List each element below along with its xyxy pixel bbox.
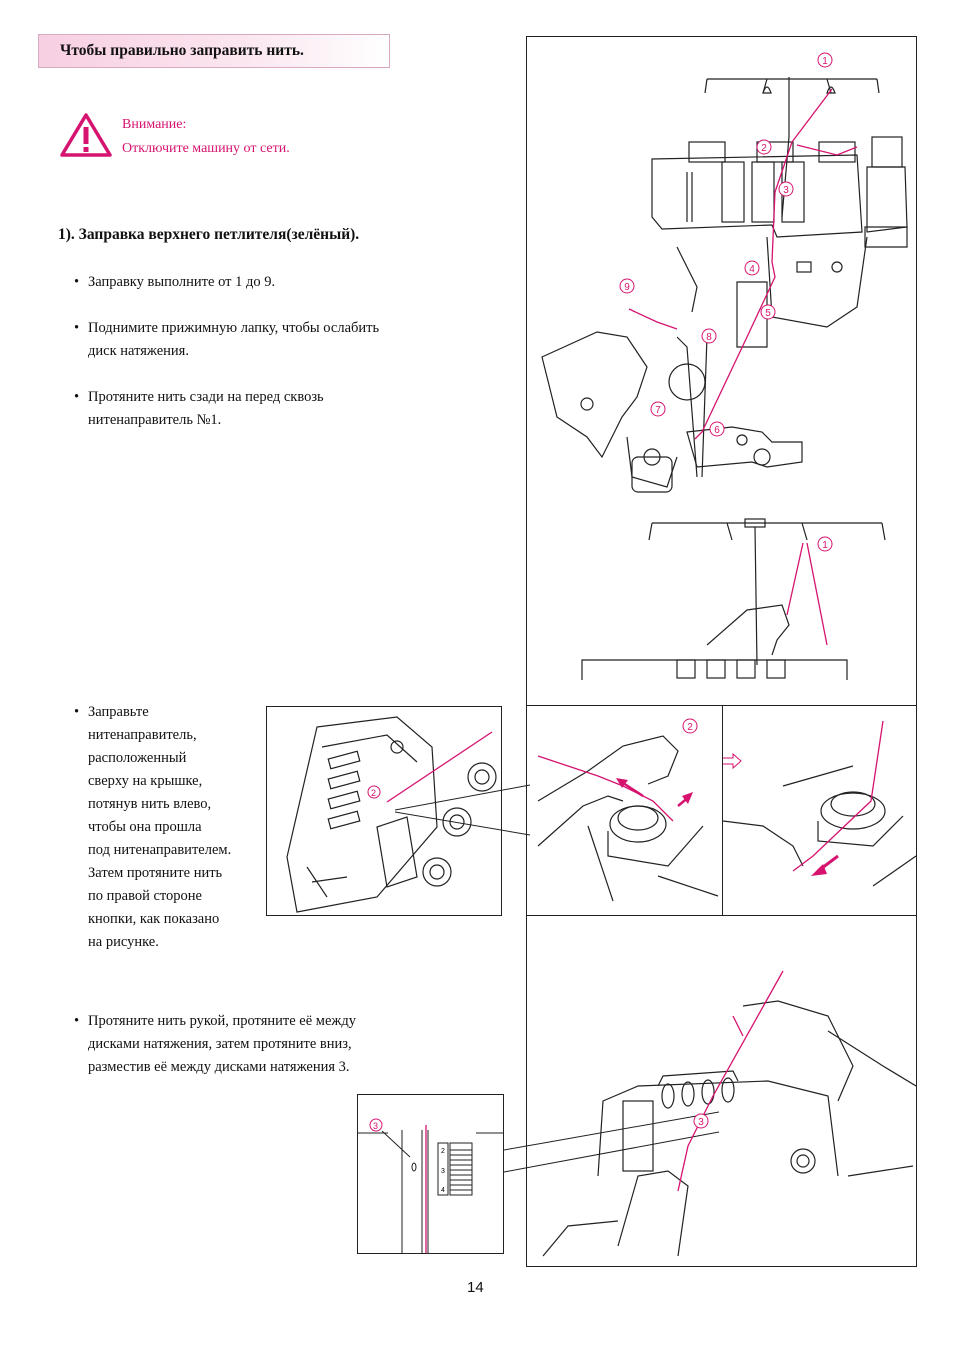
instruction-line: нитенаправитель, xyxy=(88,727,197,743)
warning-text: Внимание: Отключите машину от сети. xyxy=(122,113,290,161)
instruction-line: кнопки, как показано xyxy=(88,911,220,927)
illustration-frame xyxy=(526,36,917,1267)
page-number: 14 xyxy=(467,1279,484,1296)
step-8-label: 8 xyxy=(706,332,712,343)
page-title: Чтобы правильно заправить нить. xyxy=(60,42,304,59)
instruction-step: •Протяните нить сзади на перед сквозь ни… xyxy=(74,386,324,432)
instruction-line: Заправку выполните от 1 до 9. xyxy=(88,274,276,290)
warning-label: Внимание: xyxy=(122,117,187,132)
divider xyxy=(527,705,916,706)
instruction-line: Протяните нить рукой, протяните её между xyxy=(88,1013,357,1029)
instruction-line: диск натяжения. xyxy=(88,343,189,359)
instruction-line: сверху на крышке, xyxy=(88,773,203,789)
zoom-callout-lines xyxy=(504,1111,720,1173)
instruction-line: дисками натяжения, затем протяните вниз, xyxy=(88,1036,352,1052)
step-2-label: 2 xyxy=(761,143,767,154)
instruction-line: Затем протяните нить xyxy=(88,865,223,881)
instruction-line: разместив её между дисками натяжения 3. xyxy=(88,1059,350,1075)
instruction-line: чтобы она прошла xyxy=(88,819,202,835)
instruction-line: Протяните нить сзади на перед сквозь xyxy=(88,389,324,405)
instruction-line: по правой стороне xyxy=(88,888,202,904)
step-1-label: 1 xyxy=(822,56,828,67)
step-6-label: 6 xyxy=(714,425,720,436)
step-5-label: 5 xyxy=(765,308,771,319)
step-4-label: 4 xyxy=(749,264,755,275)
thread-guide-hand-illustration: 2 xyxy=(537,718,719,902)
instruction-line: Поднимите прижимную лапку, чтобы ослабит… xyxy=(88,320,380,336)
instruction-line: потянув нить влево, xyxy=(88,796,212,812)
instruction-step: •Заправку выполните от 1 до 9. xyxy=(74,274,276,290)
instruction-line: на рисунке. xyxy=(88,934,159,950)
instruction-line: расположенный xyxy=(88,750,187,766)
step-2-label: 2 xyxy=(687,722,693,733)
zoom-callout-lines xyxy=(395,784,531,836)
step-3-label: 3 xyxy=(783,185,789,196)
step-3-label: 3 xyxy=(373,1121,378,1131)
divider xyxy=(527,915,916,916)
thread-stand-hand-illustration: 1 xyxy=(581,518,886,680)
thread-guide-result-illustration xyxy=(723,720,916,887)
step-2-label: 2 xyxy=(371,788,376,798)
dial-number: 3 xyxy=(441,1168,445,1175)
instruction-step: •Поднимите прижимную лапку, чтобы ослаби… xyxy=(74,317,379,363)
instruction-line: нитенаправитель №1. xyxy=(88,412,222,428)
divider xyxy=(722,705,723,915)
step-3-label: 3 xyxy=(698,1117,704,1128)
thread-guide-cover-illustration: 2 xyxy=(266,706,502,916)
instruction-line: под нитенаправителем. xyxy=(88,842,232,858)
overlock-machine-threading-diagram: 1 2 3 4 5 6 7 8 9 xyxy=(541,52,908,493)
instruction-step: •Протяните нить рукой, протяните её межд… xyxy=(74,1010,356,1079)
step-1-label: 1 xyxy=(822,540,828,551)
tension-disc-threading-illustration: 3 xyxy=(542,970,916,1257)
step-9-label: 9 xyxy=(624,282,630,293)
warning-message: Отключите машину от сети. xyxy=(122,141,290,156)
dial-number: 4 xyxy=(441,1187,445,1194)
header-banner xyxy=(38,34,390,68)
instruction-step: •Заправьте нитенаправитель, расположенны… xyxy=(74,701,231,954)
instruction-line: Заправьте xyxy=(88,704,149,720)
section-title: 1). Заправка верхнего петлителя(зелёный)… xyxy=(58,226,360,243)
dial-number: 2 xyxy=(441,1148,445,1155)
warning-triangle-icon xyxy=(60,113,112,157)
step-7-label: 7 xyxy=(655,405,661,416)
tension-disc-detail-illustration: 3 2 3 4 xyxy=(357,1094,504,1254)
